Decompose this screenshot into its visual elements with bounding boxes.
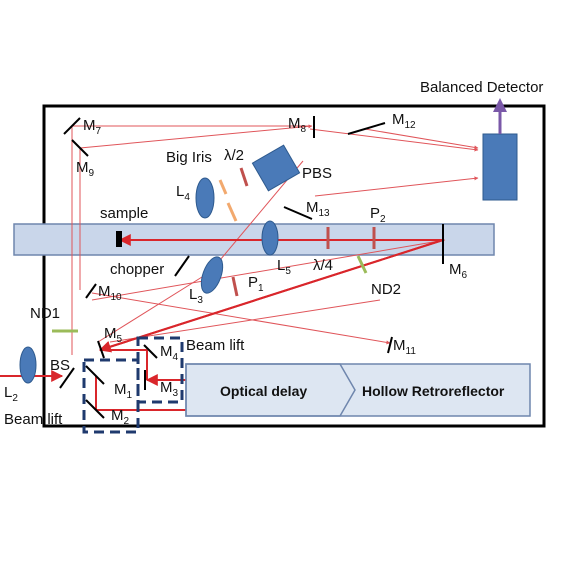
iris-big: [218, 179, 228, 195]
svg-text:M11: M11: [393, 337, 416, 357]
svg-text:BS: BS: [50, 357, 70, 374]
svg-text:M8: M8: [288, 115, 307, 135]
svg-text:λ/4: λ/4: [313, 257, 333, 274]
mirror-m5: [97, 340, 105, 359]
iris-lower: [226, 202, 238, 222]
svg-text:Beam lift: Beam lift: [4, 411, 63, 428]
svg-text:Beam lift: Beam lift: [186, 337, 245, 354]
svg-text:λ/2: λ/2: [224, 147, 244, 164]
polarization-optics: [52, 167, 376, 333]
chopper-blade: [174, 255, 190, 277]
mirror-m4: [143, 344, 158, 359]
mirror-m12: [347, 122, 386, 135]
filter-nd2: [356, 255, 368, 274]
beam-lift-box-left: [82, 358, 140, 434]
mirror-m2: [85, 399, 105, 419]
svg-text:M7: M7: [83, 117, 102, 137]
hollow-retroreflector-label: Hollow Retroreflector: [362, 383, 505, 399]
svg-text:L2: L2: [4, 384, 18, 404]
polarizer-p1: [231, 276, 239, 297]
svg-text:PBS: PBS: [302, 165, 332, 182]
optical-table-frame: [42, 104, 546, 428]
balanced-detector: [482, 133, 518, 201]
pbs-cube: [251, 144, 301, 192]
lens-l4: [195, 177, 215, 219]
svg-text:M3: M3: [160, 379, 179, 399]
svg-text:M2: M2: [111, 407, 130, 427]
svg-text:M5: M5: [104, 325, 123, 345]
svg-text:M12: M12: [392, 111, 416, 131]
svg-text:M10: M10: [98, 283, 122, 303]
svg-text:chopper: chopper: [110, 261, 164, 278]
mirror-m11: [387, 336, 393, 354]
lenses: [19, 177, 279, 384]
mirror-m7: [63, 117, 81, 135]
svg-text:sample: sample: [100, 205, 148, 222]
mirror-m13: [283, 206, 313, 220]
lens-l2: [19, 346, 37, 384]
svg-text:M9: M9: [76, 159, 95, 179]
svg-text:M13: M13: [306, 199, 330, 219]
svg-text:L5: L5: [277, 257, 291, 277]
svg-text:P1: P1: [248, 274, 264, 294]
svg-text:Big Iris: Big Iris: [166, 149, 212, 166]
waveplate-half: [239, 167, 249, 187]
mirror-m10: [85, 283, 97, 299]
delay-divider: [185, 363, 356, 417]
mirrors: [59, 116, 444, 419]
svg-text:M6: M6: [449, 261, 468, 281]
svg-text:L3: L3: [189, 286, 203, 306]
mirror-m1: [85, 365, 105, 385]
svg-text:P2: P2: [370, 205, 386, 225]
beam-lift-boxes: [82, 336, 184, 434]
lens-l5: [261, 220, 279, 256]
delay-stage: [185, 363, 531, 417]
beam-lift-box-right: [136, 336, 184, 404]
svg-text:M4: M4: [160, 343, 179, 363]
component-labels: M7 M8 M9 M12 M13 M6 M10 M11 M5 M4 M3 M1 …: [4, 111, 468, 428]
svg-text:L4: L4: [176, 183, 190, 203]
mirror-bs: [59, 367, 75, 389]
svg-text:M1: M1: [114, 381, 133, 401]
optical-delay-label: Optical delay: [220, 383, 307, 399]
balanced-detector-label: Balanced Detector: [420, 79, 543, 96]
svg-text:ND2: ND2: [371, 281, 401, 298]
mirror-m9: [71, 139, 89, 157]
lens-l3: [200, 256, 224, 294]
detector-output-arrowhead: [493, 98, 507, 112]
svg-text:ND1: ND1: [30, 305, 60, 322]
